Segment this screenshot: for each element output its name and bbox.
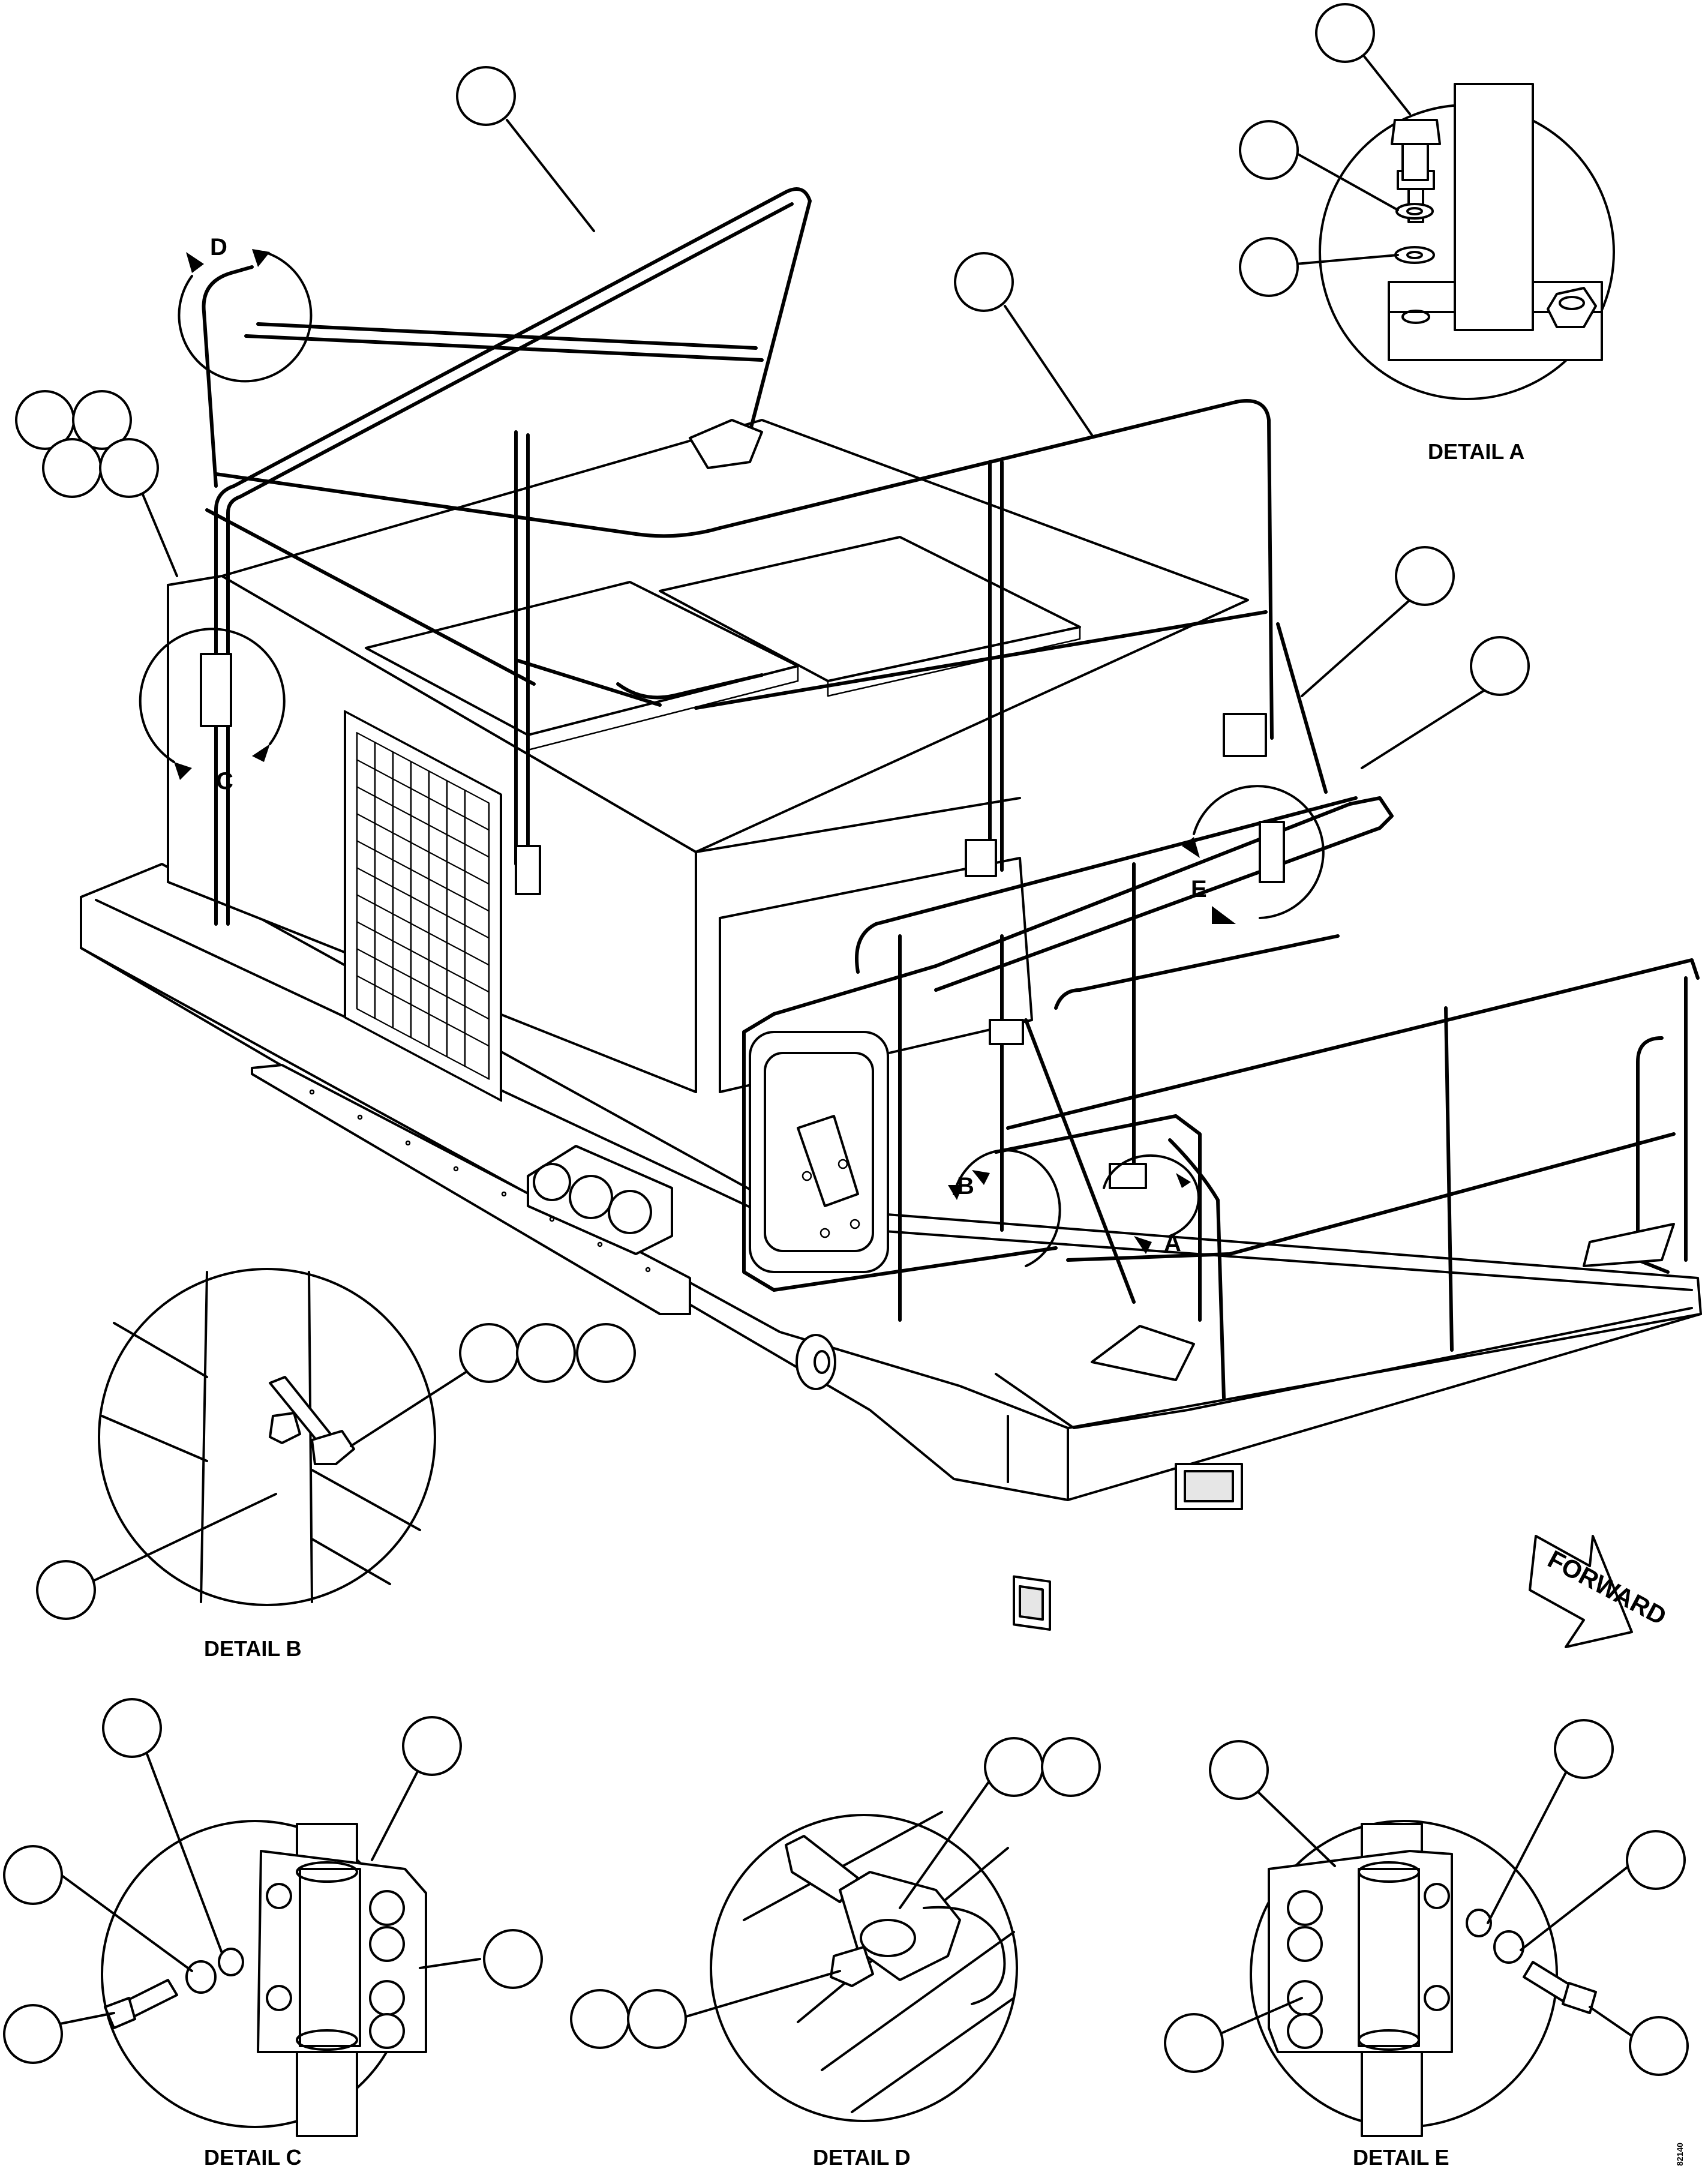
detail-e: DETAIL E: [1164, 1719, 1689, 2170]
view-label-a: A: [1164, 1230, 1181, 1256]
view-indicator-a: A: [1103, 1154, 1200, 1256]
view-label-b: B: [957, 1173, 974, 1199]
detail-e-title: DETAIL E: [1353, 2145, 1449, 2170]
callout-balloon: [3, 2004, 63, 2064]
callout-balloon: [459, 1323, 519, 1383]
callout-balloon: [570, 1989, 630, 2049]
callout-balloon: [1315, 3, 1375, 63]
view-label-e: E: [1191, 876, 1207, 902]
callout-balloon: [1554, 1719, 1614, 1779]
callout-balloon: [3, 1845, 63, 1905]
callout-balloon: [1041, 1737, 1101, 1797]
callout-balloon: [984, 1737, 1044, 1797]
detail-c: DETAIL C: [3, 1698, 543, 2170]
cabinet-box: [167, 419, 1249, 1255]
callout-balloon: [483, 1929, 543, 1989]
callout-balloon: [954, 252, 1014, 312]
guard-rails: [200, 187, 1700, 1400]
callouts-main: [15, 66, 1530, 769]
view-label-d: D: [210, 234, 227, 260]
callout-balloon: [72, 390, 132, 450]
view-indicator-e: E: [1182, 785, 1325, 924]
detail-d-title: DETAIL D: [813, 2145, 911, 2170]
detail-b-title: DETAIL B: [204, 1636, 302, 1661]
callout-balloon: [1626, 1830, 1686, 1890]
callout-balloon: [36, 1560, 96, 1620]
detail-d: DETAIL D: [570, 1737, 1101, 2170]
view-indicator-c: C: [139, 628, 286, 794]
callout-balloon: [99, 438, 159, 498]
figure-code: 82140: [1675, 2143, 1685, 2166]
detail-c-title: DETAIL C: [204, 2145, 302, 2170]
callout-balloon: [1209, 1740, 1269, 1800]
callout-balloon: [627, 1989, 687, 2049]
view-indicators: D C E B: [139, 234, 1325, 1267]
callout-balloon: [1239, 237, 1299, 297]
callout-balloon: [1629, 2016, 1689, 2076]
callout-balloon: [1395, 546, 1455, 606]
view-indicator-d: D: [178, 234, 313, 383]
callout-balloon: [516, 1323, 576, 1383]
callout-balloon: [42, 438, 102, 498]
callout-balloon: [1239, 120, 1299, 180]
view-label-c: C: [216, 768, 233, 794]
fan-unit: [527, 1145, 673, 1255]
forward-arrow: FORWARD: [1529, 1535, 1671, 1648]
main-assembly-view: D C E B: [15, 66, 1702, 1648]
callout-balloon: [576, 1323, 636, 1383]
view-indicator-b: B: [948, 1149, 1061, 1267]
detail-a: DETAIL A: [1239, 3, 1615, 464]
callout-balloon: [1164, 2013, 1224, 2073]
callout-balloon: [402, 1716, 462, 1776]
detail-a-title: DETAIL A: [1428, 439, 1524, 464]
callout-balloon: [102, 1698, 162, 1758]
callout-balloon: [456, 66, 516, 126]
callout-balloon: [1470, 636, 1530, 696]
detail-b: DETAIL B: [36, 1268, 636, 1661]
base-frame: [80, 863, 1702, 1631]
